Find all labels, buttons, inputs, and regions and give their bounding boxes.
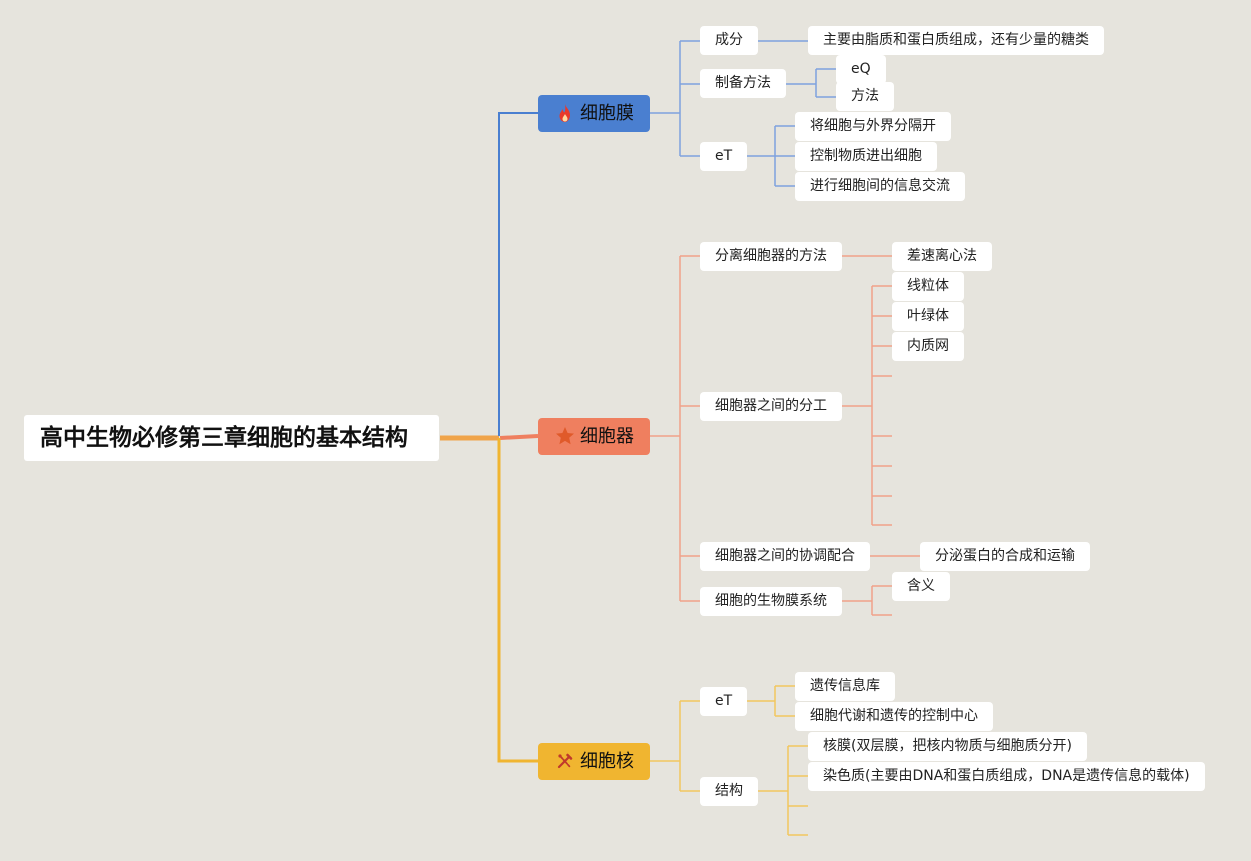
organelle-division-item[interactable]: 内质网 [892,332,964,361]
organelle-cooperation-item[interactable]: 分泌蛋白的合成和运输 [920,542,1090,571]
membrane-function-item[interactable]: 进行细胞间的信息交流 [795,172,965,201]
membrane-function-item[interactable]: 将细胞与外界分隔开 [795,112,951,141]
organelle-separation[interactable]: 分离细胞器的方法 [700,242,842,271]
root-topic[interactable]: 高中生物必修第三章细胞的基本结构 [24,415,439,461]
nucleus-structure[interactable]: 结构 [700,777,758,806]
nucleus-structure-item[interactable]: 染色质(主要由DNA和蛋白质组成，DNA是遗传信息的载体) [808,762,1205,791]
organelle-division[interactable]: 细胞器之间的分工 [700,392,842,421]
branch-membrane-label: 细胞膜 [580,103,634,124]
branch-membrane[interactable]: 细胞膜 [538,95,650,132]
tools-icon [557,753,573,769]
organelle-division-item[interactable]: 叶绿体 [892,302,964,331]
branch-nucleus-label: 细胞核 [580,751,634,772]
branch-organelle[interactable]: 细胞器 [538,418,650,455]
branch-nucleus[interactable]: 细胞核 [538,743,650,780]
organelle-membrane-system-item[interactable]: 含义 [892,572,950,601]
membrane-function-item[interactable]: 控制物质进出细胞 [795,142,937,171]
nucleus-function-item[interactable]: 遗传信息库 [795,672,895,701]
membrane-composition-detail[interactable]: 主要由脂质和蛋白质组成，还有少量的糖类 [808,26,1104,55]
organelle-separation-item[interactable]: 差速离心法 [892,242,992,271]
membrane-preparation-item[interactable]: eQ [836,55,886,84]
nucleus-function-item[interactable]: 细胞代谢和遗传的控制中心 [795,702,993,731]
membrane-preparation-item[interactable]: 方法 [836,82,894,111]
branch-organelle-label: 细胞器 [580,426,634,447]
star-icon [556,427,574,445]
membrane-function[interactable]: eT [700,142,748,171]
nucleus-function[interactable]: eT [700,687,748,716]
organelle-membrane-system[interactable]: 细胞的生物膜系统 [700,587,842,616]
fire-icon [559,104,570,122]
organelle-cooperation[interactable]: 细胞器之间的协调配合 [700,542,870,571]
nucleus-structure-item[interactable]: 核膜(双层膜，把核内物质与细胞质分开) [808,732,1087,761]
membrane-composition[interactable]: 成分 [700,26,758,55]
organelle-division-item[interactable]: 线粒体 [892,272,964,301]
membrane-preparation[interactable]: 制备方法 [700,69,786,98]
